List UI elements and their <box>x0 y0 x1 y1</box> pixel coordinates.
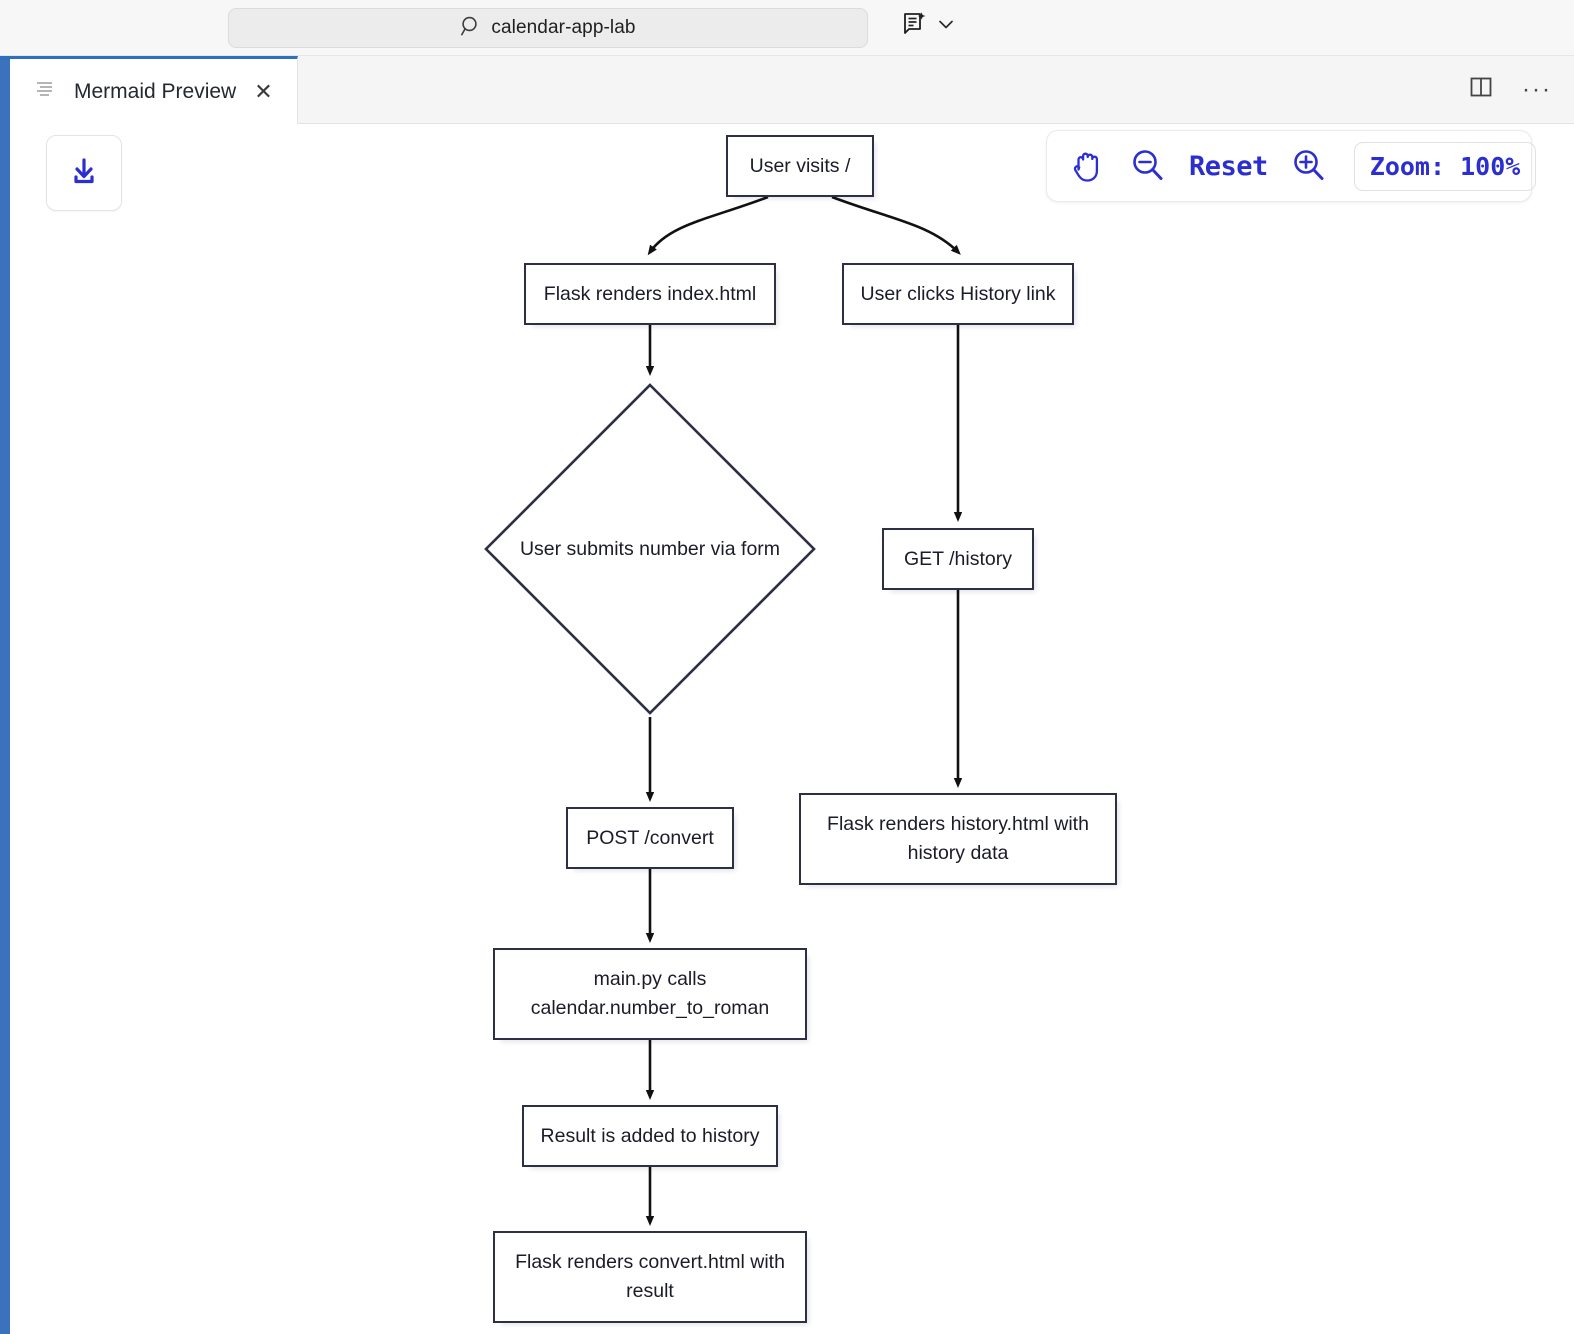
node-post-convert[interactable]: POST /convert <box>566 807 734 869</box>
node-label: GET /history <box>903 547 1012 570</box>
node-flask-renders-convert[interactable]: Flask renders convert.html with result <box>493 1231 807 1323</box>
flowchart-edges <box>645 195 963 1226</box>
node-user-visits-root[interactable]: User visits / <box>726 135 874 197</box>
node-label: Flask renders convert.html with result <box>515 1251 785 1302</box>
reset-button[interactable]: Reset <box>1189 150 1268 182</box>
tab-strip: Mermaid Preview ✕ ··· <box>0 56 1574 124</box>
panel-left-rail <box>0 56 10 1334</box>
flowchart: User visits / Flask renders index.html U… <box>10 124 1574 1334</box>
node-label: Flask renders index.html <box>543 282 757 305</box>
node-label: main.py calls calendar.number_to_roman <box>530 968 770 1019</box>
tabstrip-actions: ··· <box>1468 74 1552 105</box>
window-titlebar: calendar-app-lab <box>0 0 1574 56</box>
mermaid-preview-canvas[interactable]: Reset Zoom: 100% <box>10 124 1574 1334</box>
diamond-shape <box>484 383 816 715</box>
node-result-added-to-history[interactable]: Result is added to history <box>522 1105 778 1167</box>
node-user-clicks-history-link[interactable]: User clicks History link <box>842 263 1074 325</box>
node-get-history[interactable]: GET /history <box>882 528 1034 590</box>
hand-pan-icon[interactable] <box>1065 145 1107 187</box>
zoom-in-icon[interactable] <box>1288 145 1330 187</box>
search-input[interactable]: calendar-app-lab <box>228 8 868 48</box>
lines-icon <box>34 78 56 105</box>
node-main-py-calls-number-to-roman[interactable]: main.py calls calendar.number_to_roman <box>493 948 807 1040</box>
download-button[interactable] <box>46 135 122 211</box>
tab-label: Mermaid Preview <box>74 79 237 103</box>
tab-mermaid-preview[interactable]: Mermaid Preview ✕ <box>8 56 298 124</box>
note-sparkle-icon[interactable] <box>900 10 928 43</box>
node-flask-renders-history[interactable]: Flask renders history.html with history … <box>799 793 1117 885</box>
zoom-level-badge[interactable]: Zoom: 100% <box>1353 141 1537 191</box>
node-label: Result is added to history <box>540 1124 760 1147</box>
chevron-down-icon[interactable] <box>936 14 956 39</box>
node-label: User clicks History link <box>860 282 1056 305</box>
node-label: User visits / <box>749 154 851 177</box>
close-icon[interactable]: ✕ <box>254 78 273 104</box>
node-label: Flask renders history.html with history … <box>827 813 1089 864</box>
search-icon <box>460 15 482 42</box>
more-options-icon[interactable]: ··· <box>1522 75 1552 103</box>
download-icon <box>66 153 102 194</box>
split-editor-icon[interactable] <box>1468 74 1494 105</box>
search-value: calendar-app-lab <box>491 17 636 38</box>
node-flask-renders-index[interactable]: Flask renders index.html <box>524 263 776 325</box>
zoom-toolbar: Reset Zoom: 100% <box>1046 130 1537 202</box>
titlebar-actions <box>900 10 956 43</box>
node-label: POST /convert <box>586 826 714 849</box>
panel-left-rail-accent <box>0 56 10 60</box>
zoom-out-icon[interactable] <box>1127 145 1169 187</box>
node-label: User submits number via form <box>519 537 781 560</box>
node-user-submits-number[interactable]: User submits number via form <box>482 381 818 717</box>
